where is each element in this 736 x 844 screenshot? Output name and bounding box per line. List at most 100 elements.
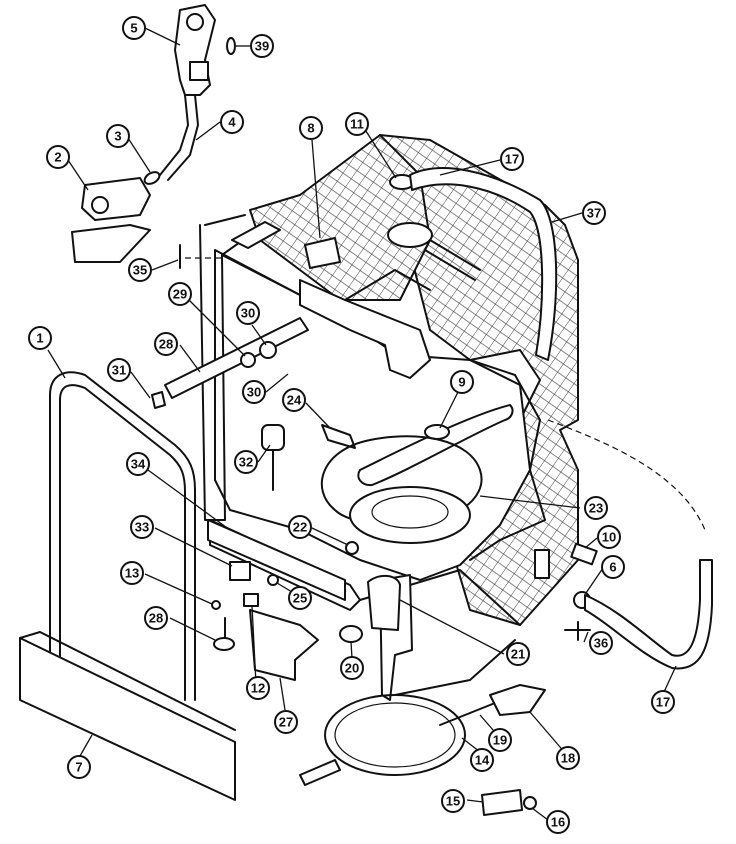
conduit-washer [240, 352, 256, 368]
sump-filter-inner [371, 495, 449, 529]
leader-1 [47, 349, 66, 379]
leader-21 [399, 599, 505, 655]
leader-6 [585, 567, 604, 594]
hinge-bracket-left [231, 221, 281, 249]
callout-22: 22 [288, 515, 312, 539]
fill-hose-edge [167, 94, 199, 181]
svg-text:17: 17 [656, 695, 670, 710]
callout-14: 14 [470, 748, 494, 772]
hose-route-guide [547, 419, 706, 531]
svg-text:12: 12 [251, 681, 265, 696]
callout-32: 32 [234, 450, 258, 474]
water-valve-bracket [71, 224, 151, 263]
svg-text:3: 3 [114, 129, 121, 144]
callout-36: 36 [589, 631, 613, 655]
leader-9 [439, 391, 459, 429]
svg-text:22: 22 [293, 520, 307, 535]
svg-text:25: 25 [293, 591, 307, 606]
svg-text:11: 11 [350, 117, 364, 132]
svg-text:27: 27 [279, 715, 293, 730]
callout-23: 23 [584, 496, 608, 520]
callout-20: 20 [340, 656, 364, 680]
leader-30a [251, 324, 267, 346]
inlet-fitting-opening [186, 13, 204, 31]
inlet-parts [71, 4, 558, 361]
svg-text:37: 37 [587, 206, 601, 221]
callout-8a: 8 [299, 116, 323, 140]
motor-bracket [489, 684, 546, 716]
svg-text:16: 16 [551, 815, 565, 830]
leader-30b [265, 373, 289, 393]
svg-text:4: 4 [228, 115, 236, 130]
svg-text:24: 24 [287, 393, 302, 408]
tub-front-frame-left [199, 224, 251, 521]
callout-1: 1 [28, 326, 52, 350]
leader-3 [127, 137, 151, 173]
leader-34 [147, 469, 231, 531]
leader-20 [350, 641, 353, 659]
svg-text:15: 15 [446, 794, 460, 809]
callout-27: 27 [274, 710, 298, 734]
leader-28a [179, 344, 201, 373]
callout-3: 3 [106, 124, 130, 148]
leader-15 [466, 799, 484, 803]
leader-35 [151, 259, 179, 271]
mount-screw [439, 702, 496, 726]
hose-clamp [143, 171, 161, 185]
leader-4 [195, 121, 221, 141]
ring-clamp-tab [299, 759, 341, 786]
callout-6: 6 [601, 555, 625, 579]
callout-28a: 28 [154, 332, 178, 356]
leader-17a [439, 159, 501, 176]
callout-5: 5 [122, 16, 146, 40]
callout-34: 34 [126, 452, 150, 476]
bracket-screw [211, 600, 221, 610]
leader-37 [551, 212, 583, 223]
svg-text:7: 7 [75, 760, 82, 775]
leader-7 [79, 734, 93, 757]
o-ring [226, 37, 236, 55]
tub-inner-right-edge [469, 359, 546, 561]
tub-top-panel [249, 134, 431, 301]
callout-18: 18 [556, 746, 580, 770]
door-gasket-inner [59, 384, 186, 701]
svg-text:9: 9 [458, 375, 465, 390]
svg-text:34: 34 [131, 457, 146, 472]
element-nut [345, 541, 359, 555]
callout-16: 16 [546, 810, 570, 834]
capacitor [481, 789, 523, 816]
leader-23 [479, 495, 581, 509]
spray-tower [261, 424, 285, 451]
spray-conduit [164, 317, 309, 399]
kick-plate [19, 637, 236, 801]
callout-31: 31 [107, 358, 131, 382]
svg-text:21: 21 [511, 647, 525, 662]
callout-28b: 28 [144, 606, 168, 630]
svg-text:36: 36 [594, 636, 608, 651]
leader-17b [663, 665, 677, 693]
svg-text:29: 29 [173, 287, 187, 302]
svg-text:17: 17 [505, 152, 519, 167]
conduit-nut [259, 341, 277, 359]
callout-39: 39 [250, 34, 274, 58]
svg-text:35: 35 [133, 263, 147, 278]
callout-30b: 30 [242, 380, 266, 404]
leader-2 [67, 159, 89, 191]
kick-plate-lip [19, 631, 236, 731]
callout-9: 9 [450, 370, 474, 394]
sump-filter [349, 486, 471, 544]
svg-text:19: 19 [493, 733, 507, 748]
svg-text:14: 14 [475, 753, 490, 768]
svg-text:31: 31 [112, 363, 126, 378]
leader-25 [276, 582, 293, 593]
leader-12 [251, 605, 257, 685]
heater-bracket [321, 424, 356, 449]
drain-hose-top [409, 167, 558, 361]
leader-13 [144, 573, 213, 605]
callout-12: 12 [246, 676, 270, 700]
leveling-leg-foot [213, 637, 235, 651]
conduit-cap [151, 391, 166, 409]
leader-8a [311, 139, 321, 239]
svg-text:2: 2 [54, 150, 61, 165]
